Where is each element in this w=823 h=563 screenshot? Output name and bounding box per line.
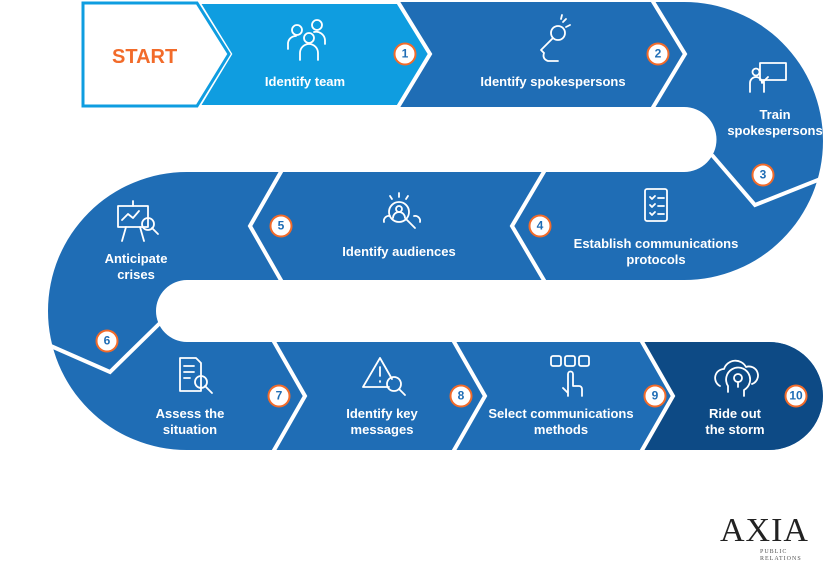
step-7-badge: 7: [267, 384, 291, 408]
audience-search-icon: [383, 192, 421, 229]
warning-search-icon: [362, 357, 406, 396]
step-10-badge: 10: [784, 384, 808, 408]
step-4-badge: 4: [528, 214, 552, 238]
step-2-label: Identify spokespersons: [480, 74, 626, 89]
step-8-badge: 8: [449, 384, 473, 408]
step-3-label: Train spokespersons: [727, 107, 823, 138]
head-cloud-idea-icon: [714, 359, 759, 397]
presentation-icon: [749, 62, 787, 93]
start-segment: [81, 1, 231, 108]
microphone-icon: [540, 14, 571, 62]
separators: [43, 0, 823, 453]
checklist-icon: [644, 188, 668, 222]
segment-10: [643, 342, 823, 450]
step-6-label: Anticipate crises: [104, 251, 168, 282]
step-10-label: Ride out the storm: [705, 406, 765, 437]
step-2-badge: 2: [646, 42, 670, 66]
step-5-label: Identify audiences: [342, 244, 456, 259]
step-4-label: Establish communications protocols: [573, 236, 739, 267]
snake-path: [48, 2, 823, 450]
start-label: START: [112, 46, 178, 68]
step-6-badge: 6: [95, 329, 119, 353]
step-3-badge: 3: [751, 163, 775, 187]
step-7-label: Assess the situation: [155, 406, 225, 437]
step-8-label: Identify key messages: [346, 406, 418, 437]
document-search-icon: [179, 357, 213, 394]
step-9-label: Select communications methods: [488, 406, 634, 437]
hand-select-icon: [550, 355, 590, 397]
step-1-badge: 1: [393, 42, 417, 66]
axia-logo-tagline: PUBLIC RELATIONS: [760, 549, 802, 562]
chart-magnifier-icon: [117, 200, 159, 242]
step-5-badge: 5: [269, 214, 293, 238]
axia-logo: AXIA: [720, 512, 809, 549]
step-9-badge: 9: [643, 384, 667, 408]
step-1-label: Identify team: [264, 74, 346, 89]
team-icon: [287, 19, 326, 61]
